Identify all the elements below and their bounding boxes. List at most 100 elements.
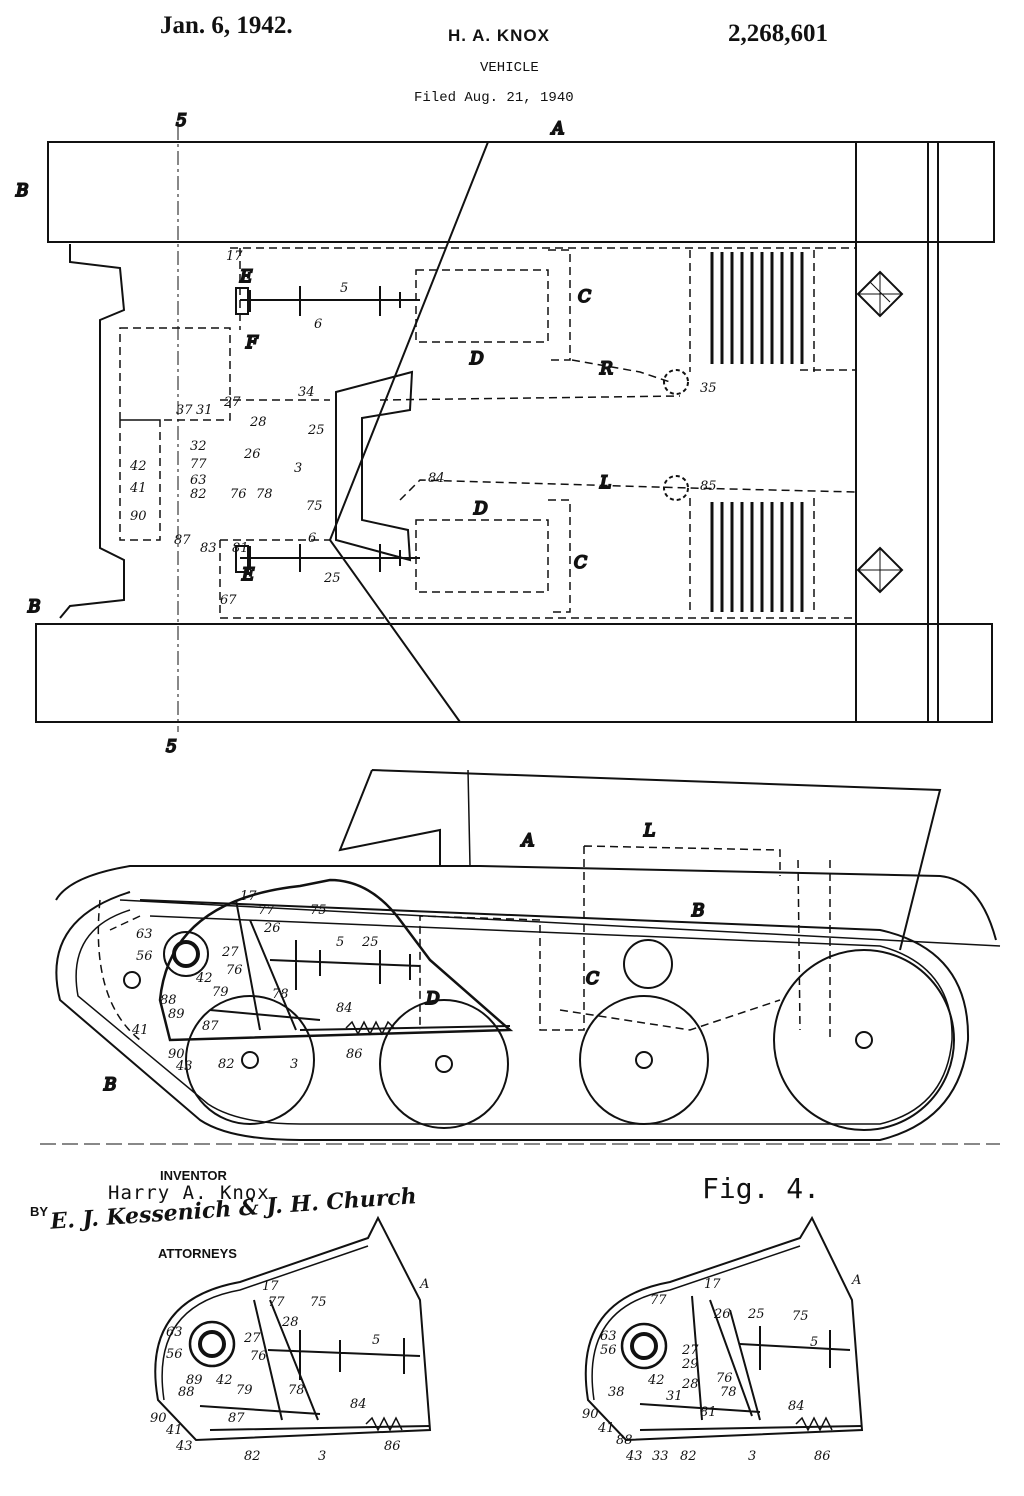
label-d-upper: D	[469, 349, 484, 369]
label-c-side: C	[586, 969, 599, 989]
svg-text:87: 87	[202, 1019, 219, 1034]
label-l: L	[599, 473, 611, 493]
svg-text:81: 81	[232, 541, 249, 556]
inventor-name: H. A. KNOX	[448, 26, 550, 45]
svg-text:76: 76	[716, 1371, 733, 1386]
svg-text:A: A	[851, 1273, 861, 1288]
label-5-bottom: 5	[166, 737, 177, 757]
svg-text:27: 27	[681, 1343, 699, 1358]
svg-text:41: 41	[131, 1023, 149, 1038]
track-loop	[55, 891, 970, 1141]
svg-text:75: 75	[306, 499, 323, 514]
label-f: F	[245, 333, 259, 353]
svg-text:56: 56	[166, 1347, 183, 1362]
inventor-signature: Harry A. Knox	[108, 1182, 270, 1204]
svg-text:17: 17	[226, 249, 243, 264]
svg-text:90: 90	[130, 509, 147, 524]
svg-text:88: 88	[160, 993, 177, 1008]
road-wheel-3	[579, 995, 709, 1125]
svg-text:81: 81	[700, 1405, 717, 1420]
label-b-top: B	[15, 181, 29, 201]
svg-text:31: 31	[666, 1389, 683, 1404]
superstructure	[338, 769, 942, 951]
svg-text:17: 17	[240, 889, 257, 904]
patent-date: Jan. 6, 1942.	[160, 12, 293, 39]
svg-text:17: 17	[704, 1277, 721, 1292]
svg-text:84: 84	[336, 1001, 353, 1016]
svg-text:63: 63	[166, 1325, 183, 1340]
svg-text:84: 84	[788, 1399, 805, 1414]
svg-text:43: 43	[175, 1059, 193, 1074]
svg-text:82: 82	[680, 1449, 697, 1464]
svg-text:78: 78	[256, 487, 273, 502]
idler-wheel	[773, 949, 955, 1131]
svg-text:42: 42	[215, 1373, 233, 1388]
label-a-side: A	[520, 831, 534, 851]
svg-text:3: 3	[290, 1057, 298, 1072]
svg-text:77: 77	[190, 457, 207, 472]
drive-shaft-side	[269, 940, 421, 990]
label-l-side: L	[643, 821, 655, 841]
svg-text:5: 5	[336, 935, 344, 950]
svg-text:3: 3	[318, 1449, 326, 1464]
svg-text:90: 90	[168, 1047, 185, 1062]
svg-text:75: 75	[310, 903, 327, 918]
svg-text:41: 41	[165, 1423, 183, 1438]
svg-text:87: 87	[228, 1411, 245, 1426]
radiator-grille-lower	[710, 502, 804, 612]
svg-text:A: A	[419, 1277, 429, 1292]
svg-text:5: 5	[340, 281, 348, 296]
label-e-lower: E	[241, 565, 255, 585]
svg-text:86: 86	[814, 1449, 831, 1464]
svg-text:6: 6	[314, 317, 322, 332]
svg-text:87: 87	[174, 533, 191, 548]
svg-text:76: 76	[250, 1349, 267, 1364]
svg-text:28: 28	[249, 415, 267, 430]
patent-number: 2,268,601	[728, 20, 828, 47]
svg-text:78: 78	[272, 987, 289, 1002]
svg-text:41: 41	[129, 481, 147, 496]
svg-text:5: 5	[372, 1333, 380, 1348]
label-a: A	[550, 119, 564, 139]
svg-text:42: 42	[129, 459, 147, 474]
pivot-85	[663, 475, 689, 501]
svg-text:77: 77	[258, 903, 275, 918]
svg-text:84: 84	[428, 471, 445, 486]
drive-shafts	[235, 286, 420, 573]
return-roller	[623, 939, 673, 989]
svg-text:79: 79	[212, 985, 229, 1000]
label-b-side-lower: B	[103, 1075, 117, 1095]
label-c-lower: C	[574, 553, 587, 573]
svg-text:25: 25	[361, 935, 379, 950]
svg-text:67: 67	[220, 593, 237, 608]
by-label: BY	[30, 1204, 49, 1219]
svg-text:63: 63	[190, 473, 207, 488]
svg-text:38: 38	[608, 1385, 625, 1400]
svg-text:31: 31	[196, 403, 213, 418]
svg-text:89: 89	[168, 1007, 185, 1022]
lower-track	[35, 623, 993, 723]
label-5-top: 5	[176, 111, 187, 131]
cutaway-region	[158, 878, 514, 1042]
svg-text:42: 42	[647, 1373, 665, 1388]
svg-text:75: 75	[310, 1295, 327, 1310]
detail-right-outline	[584, 1215, 864, 1442]
svg-text:78: 78	[720, 1385, 737, 1400]
label-e-upper: E	[239, 267, 253, 287]
svg-text:43: 43	[625, 1449, 643, 1464]
svg-text:56: 56	[600, 1343, 617, 1358]
svg-text:86: 86	[346, 1047, 363, 1062]
svg-text:90: 90	[582, 1407, 599, 1422]
svg-text:76: 76	[230, 487, 247, 502]
svg-text:32: 32	[190, 439, 207, 454]
svg-text:63: 63	[136, 927, 153, 942]
label-d-lower: D	[473, 499, 488, 519]
svg-text:26: 26	[263, 921, 281, 936]
svg-text:25: 25	[323, 571, 341, 586]
svg-text:83: 83	[200, 541, 217, 556]
label-b-bottom: B	[27, 597, 41, 617]
svg-text:27: 27	[223, 395, 241, 410]
